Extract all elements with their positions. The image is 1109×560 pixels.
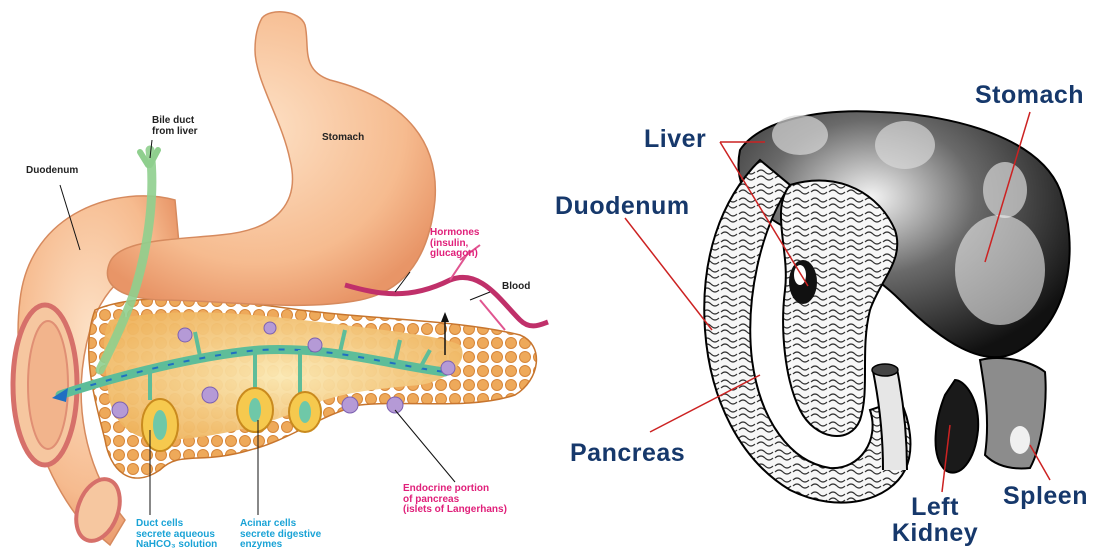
label-endocrine-portion: Endocrine portion of pancreas (islets of… <box>403 484 507 516</box>
right-anatomy-diagram <box>625 111 1070 502</box>
label-stomach-right: Stomach <box>975 82 1084 108</box>
label-spleen: Spleen <box>1003 483 1088 509</box>
label-duodenum-left: Duodenum <box>26 166 78 177</box>
label-bile-duct: Bile duct from liver <box>152 116 198 137</box>
label-liver: Liver <box>644 126 706 152</box>
label-blood: Blood <box>502 282 530 293</box>
label-stomach-left: Stomach <box>322 133 364 144</box>
label-duodenum-right: Duodenum <box>555 193 690 219</box>
label-acinar-cells: Acinar cells secrete digestive enzymes <box>240 519 321 551</box>
duodenum-lumen <box>28 321 68 449</box>
left-kidney-shape <box>936 380 979 473</box>
spleen-shape <box>980 358 1046 468</box>
label-duct-cells: Duct cells secrete aqueous NaHCO₃ soluti… <box>136 519 217 551</box>
label-hormones: Hormones (insulin, glucagon) <box>430 228 479 260</box>
left-anatomy-diagram <box>13 12 548 547</box>
label-left-kidney: Left Kidney <box>880 494 990 547</box>
label-pancreas: Pancreas <box>570 440 685 466</box>
